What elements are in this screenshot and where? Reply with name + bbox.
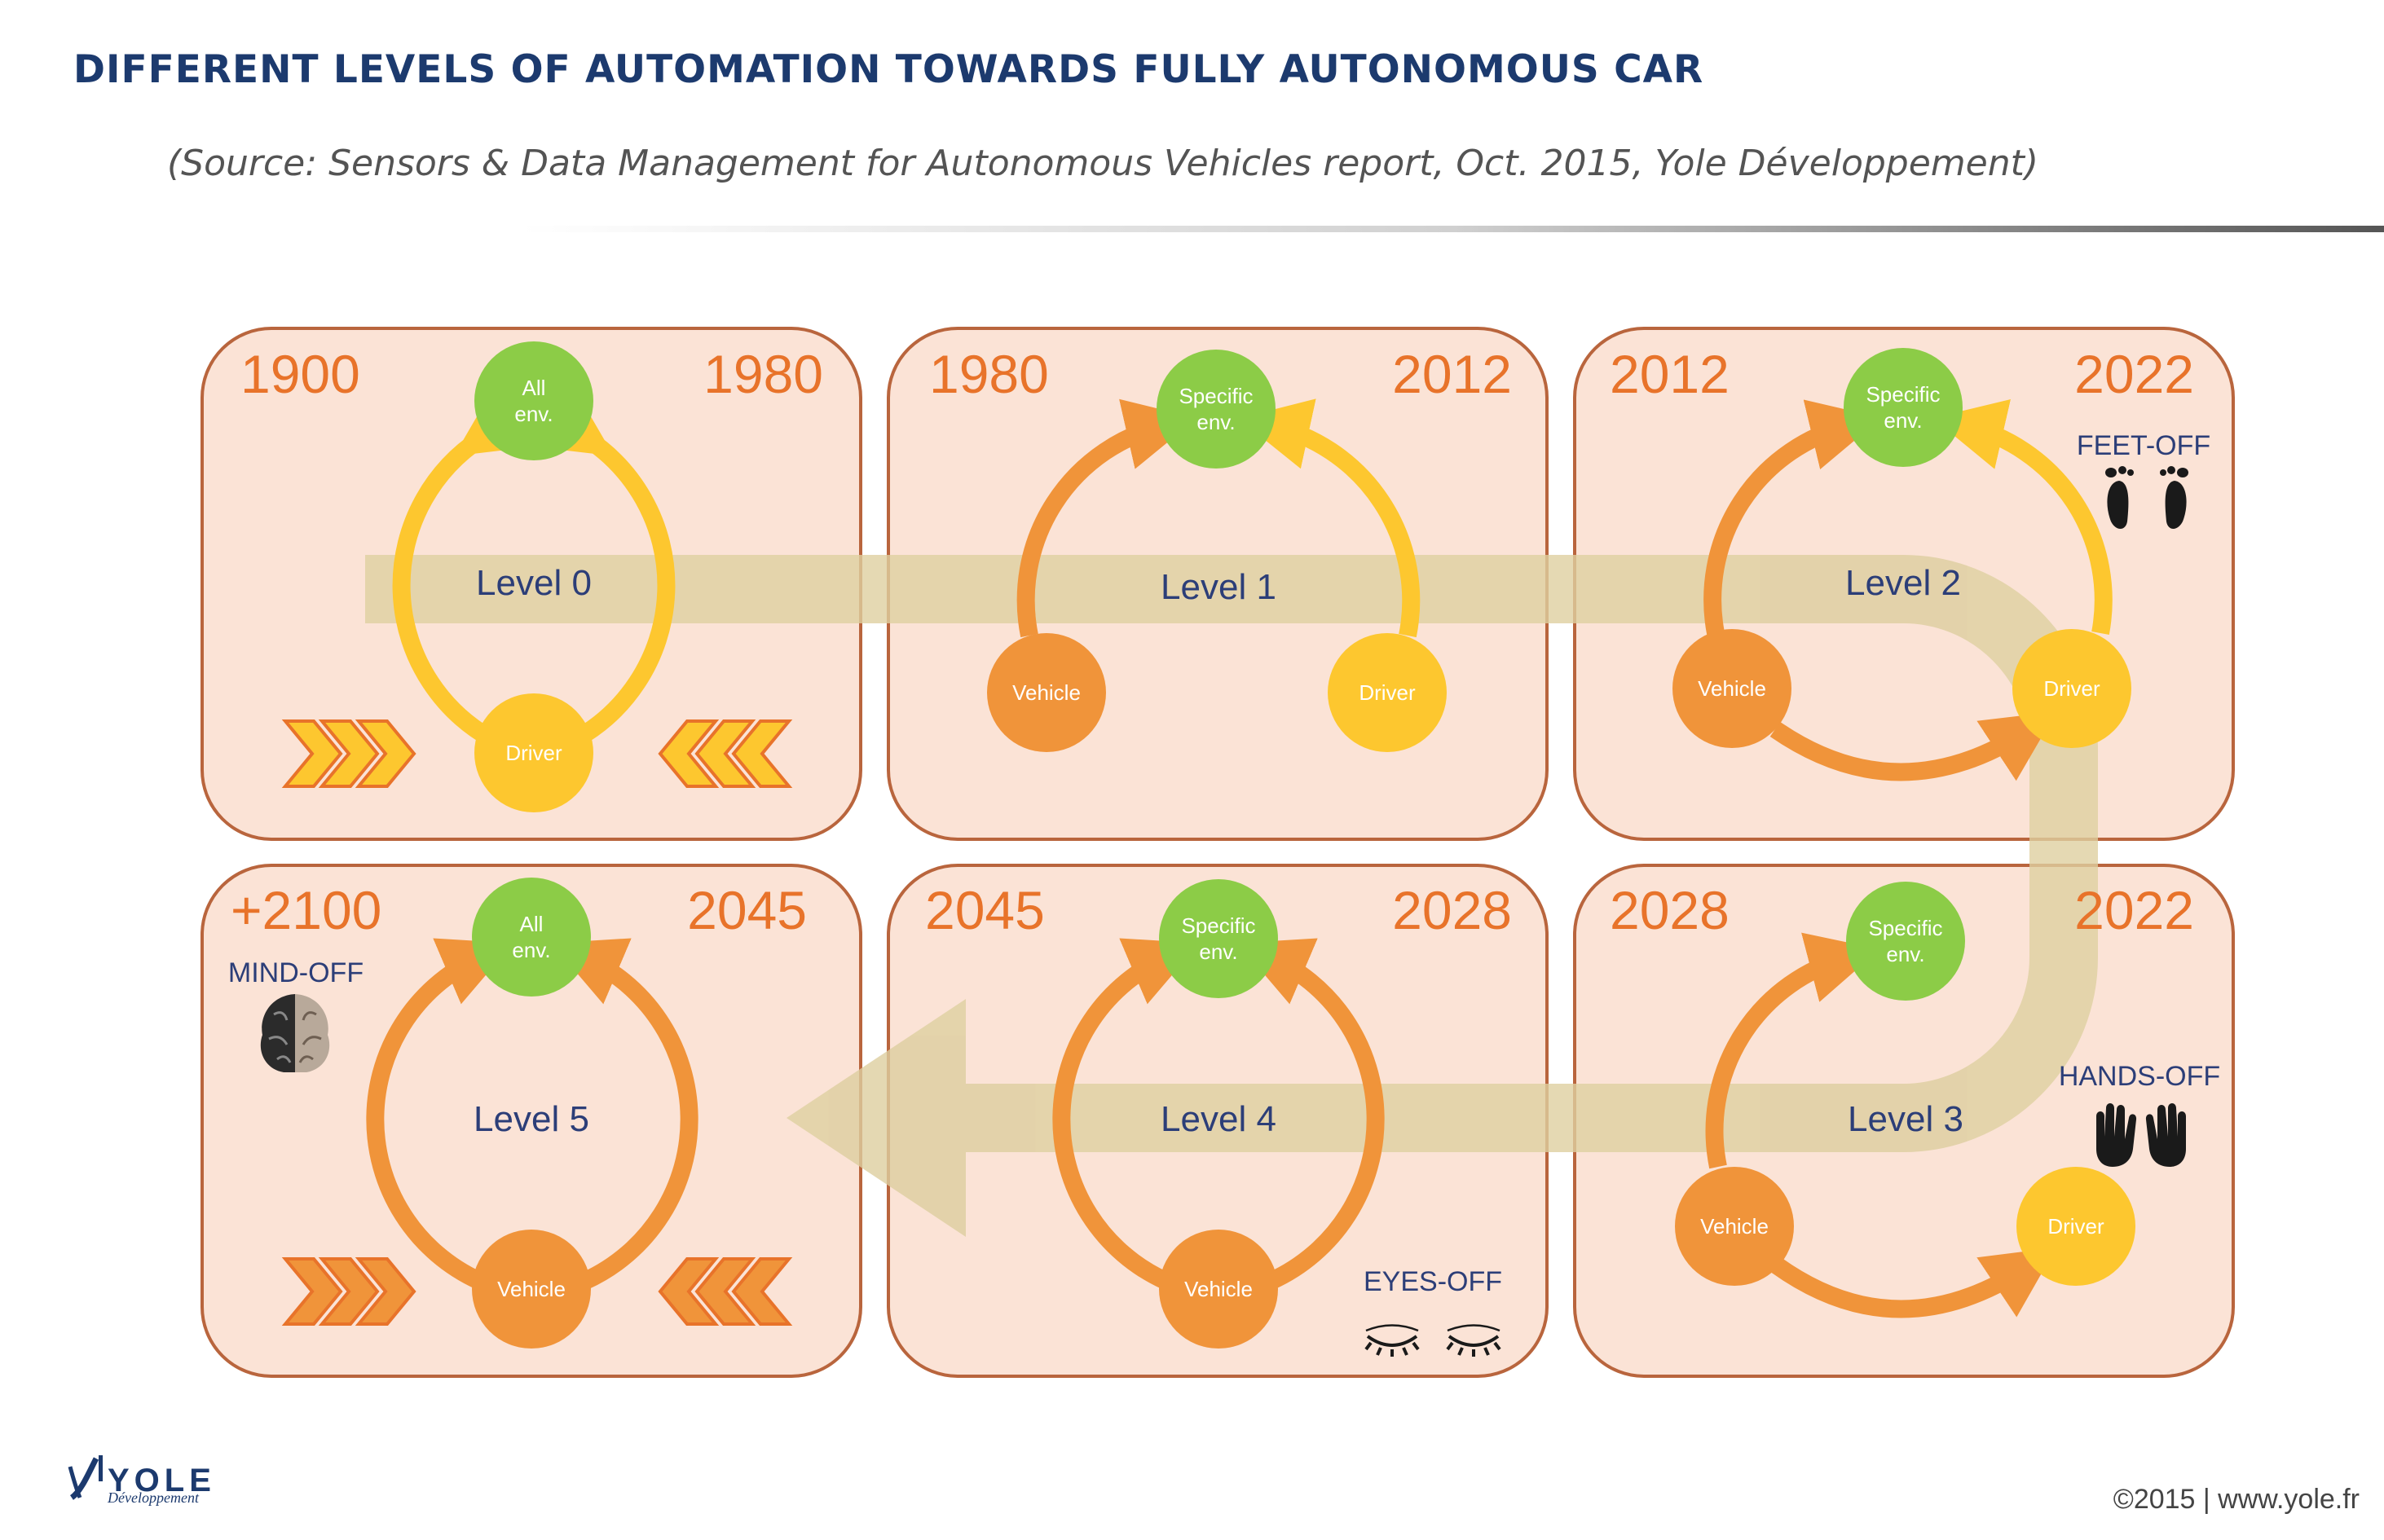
copyright-footer: ©2015 | www.yole.fr xyxy=(2113,1484,2360,1515)
yole-logo: YOLE Développement xyxy=(68,1455,216,1506)
node-label: Vehicle xyxy=(1698,676,1766,701)
node-label: All xyxy=(522,376,546,400)
node-specific-circle xyxy=(1844,348,1963,467)
node-specific-circle xyxy=(1157,350,1276,469)
level-label: Level 3 xyxy=(1848,1099,1963,1139)
node-label: env. xyxy=(1199,939,1237,964)
node-vehicle-circle xyxy=(987,633,1106,752)
node-label: env. xyxy=(1886,942,1924,966)
node-label: env. xyxy=(1884,408,1922,433)
logo-subtitle: Développement xyxy=(107,1489,200,1506)
level-label: Level 5 xyxy=(474,1099,589,1139)
year-end: 2012 xyxy=(1392,344,1512,404)
node-label: Driver xyxy=(2047,1214,2104,1239)
node-driver-circle xyxy=(2016,1167,2135,1286)
level-label: Level 1 xyxy=(1161,567,1276,607)
chevrons-left-level-5 xyxy=(658,1257,793,1326)
node-label: Vehicle xyxy=(1700,1214,1769,1239)
level-label: Level 4 xyxy=(1161,1099,1276,1139)
node-label: Vehicle xyxy=(497,1277,566,1301)
feet-icon xyxy=(2105,466,2188,529)
node-all-circle xyxy=(474,341,593,460)
node-vehicle-circle xyxy=(1159,1230,1278,1349)
badge-hands-off: HANDS-OFF xyxy=(2059,1061,2220,1092)
node-label: Driver xyxy=(1359,680,1416,705)
closed-eyes-icon xyxy=(1364,1324,1501,1357)
node-label: Driver xyxy=(505,741,562,765)
year-start: +2100 xyxy=(231,880,381,940)
node-specific-circle xyxy=(1159,879,1278,998)
logo-wordmark: YOLE xyxy=(108,1463,216,1498)
header-divider xyxy=(522,226,2384,232)
node-specific-circle xyxy=(1846,882,1965,1001)
year-end: 1980 xyxy=(703,344,823,404)
year-start: 1900 xyxy=(240,344,360,404)
level-2-cycle xyxy=(1703,398,2113,781)
node-label: Specific xyxy=(1868,916,1942,940)
node-label: All xyxy=(520,912,544,936)
node-driver-circle xyxy=(1328,633,1447,752)
year-end: 2022 xyxy=(2074,880,2194,940)
chevrons-right-level-5 xyxy=(281,1257,416,1326)
node-label: Specific xyxy=(1179,384,1253,408)
hands-icon xyxy=(2096,1103,2186,1167)
year-end: 2022 xyxy=(2074,344,2194,404)
node-vehicle-circle xyxy=(1675,1167,1794,1286)
year-start: 2028 xyxy=(1610,880,1730,940)
node-label: Driver xyxy=(2043,676,2100,701)
year-start: 1980 xyxy=(929,344,1049,404)
node-driver-circle xyxy=(474,693,593,812)
node-all-circle xyxy=(472,878,591,997)
node-label: env. xyxy=(514,402,553,426)
badge-mind-off: MIND-OFF xyxy=(228,957,364,988)
node-label: Specific xyxy=(1866,382,1940,407)
level-1-cycle xyxy=(1016,398,1421,638)
brain-icon xyxy=(260,994,330,1072)
node-vehicle-circle xyxy=(1672,629,1791,748)
node-driver-circle xyxy=(2012,629,2131,748)
source-caption: (Source: Sensors & Data Management for A… xyxy=(167,143,2039,184)
level-5-cycle xyxy=(366,938,698,1290)
page-title: DIFFERENT LEVELS OF AUTOMATION TOWARDS F… xyxy=(73,47,1704,92)
node-label: Vehicle xyxy=(1012,680,1081,705)
year-end: 2028 xyxy=(1392,880,1512,940)
node-label: env. xyxy=(1196,410,1235,434)
year-start: 2045 xyxy=(925,880,1045,940)
node-label: Specific xyxy=(1181,913,1255,938)
node-label: Vehicle xyxy=(1184,1277,1253,1301)
progression-band xyxy=(365,555,2098,1237)
level-panels xyxy=(201,327,2235,1378)
node-label: env. xyxy=(512,938,550,962)
year-start: 2012 xyxy=(1610,344,1730,404)
level-4-cycle xyxy=(1052,938,1385,1290)
chevrons-right-level-0 xyxy=(281,719,416,788)
level-3-cycle xyxy=(1705,932,2056,1318)
year-end: 2045 xyxy=(687,880,807,940)
badge-feet-off: FEET-OFF xyxy=(2077,430,2210,461)
badge-eyes-off: EYES-OFF xyxy=(1364,1266,1502,1297)
level-label: Level 0 xyxy=(476,563,592,603)
node-vehicle-circle xyxy=(472,1230,591,1349)
level-0-cycle xyxy=(392,386,676,747)
chevrons-left-level-0 xyxy=(658,719,793,788)
level-label: Level 2 xyxy=(1845,563,1961,603)
